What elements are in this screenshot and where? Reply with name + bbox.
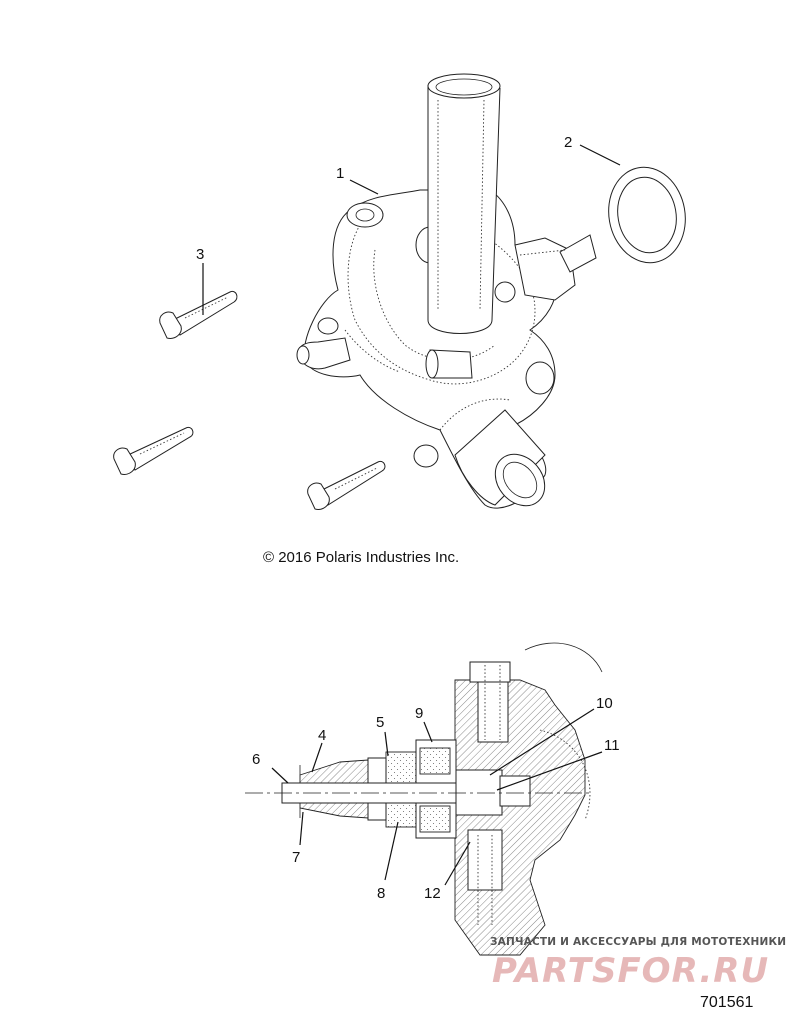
leader-4	[311, 742, 323, 773]
leader-7	[299, 811, 304, 846]
cross-section-view	[245, 642, 603, 956]
callout-10: 10	[596, 695, 613, 712]
leader-12	[444, 841, 471, 886]
watermark-tagline: ЗАПЧАСТИ И АКСЕССУАРЫ ДЛЯ МОТОТЕХНИКИ	[490, 936, 786, 948]
leader-2	[579, 144, 621, 166]
callout-4: 4	[318, 727, 326, 744]
callout-11: 11	[604, 737, 620, 754]
leader-6	[271, 767, 289, 784]
callout-3: 3	[196, 246, 204, 263]
o-ring-seal	[608, 166, 686, 264]
leader-10	[489, 708, 595, 776]
copyright-notice: © 2016 Polaris Industries Inc.	[263, 549, 459, 566]
bolt-lower-right	[307, 460, 386, 510]
callout-9: 9	[415, 705, 423, 722]
water-pump-assembly	[296, 73, 597, 509]
leader-9	[423, 721, 433, 743]
callout-5: 5	[376, 714, 384, 731]
callout-8: 8	[377, 885, 385, 902]
leader-5	[384, 731, 389, 757]
leader-8	[384, 821, 399, 881]
callout-12: 12	[424, 885, 441, 902]
callout-7: 7	[292, 849, 300, 866]
leader-11	[496, 751, 603, 791]
callout-1: 1	[336, 165, 344, 182]
callout-2: 2	[564, 134, 572, 151]
diagram-part-number: 701561	[700, 994, 753, 1011]
callout-6: 6	[252, 751, 260, 768]
watermark-brand: PARTSFOR.RU	[492, 951, 769, 991]
bolt-upper	[159, 290, 238, 339]
bolt-lower-left	[113, 426, 194, 475]
leader-1	[349, 179, 379, 195]
